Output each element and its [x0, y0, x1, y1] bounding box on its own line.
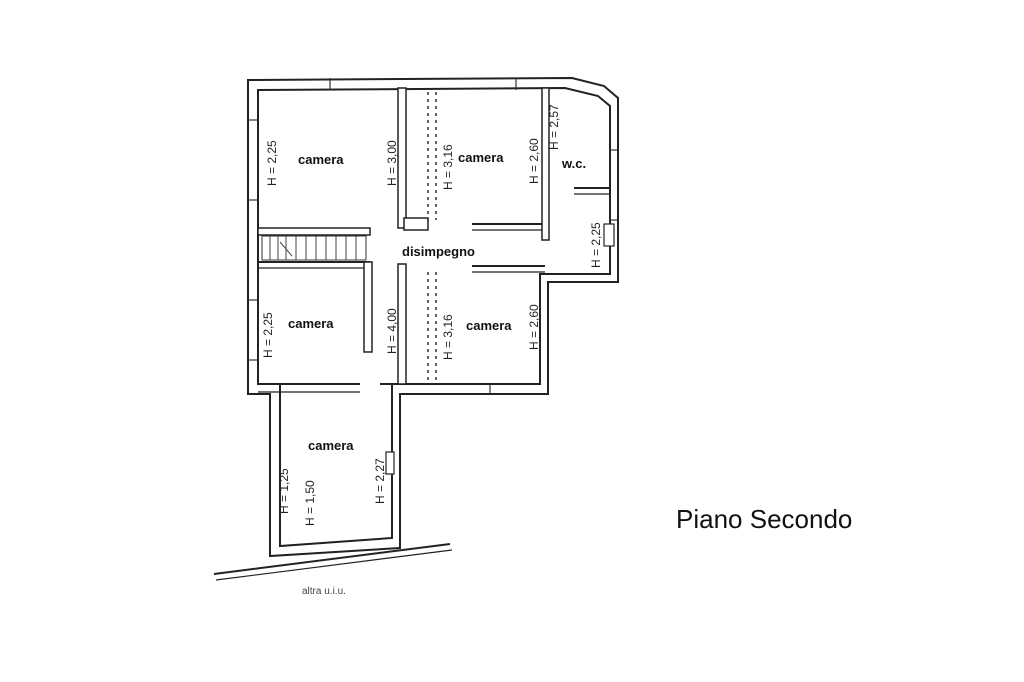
height-label: H = 2,57 — [547, 104, 561, 150]
plan-title: Piano Secondo — [676, 504, 852, 534]
height-label: H = 2,25 — [589, 222, 603, 268]
height-label: H = 2,25 — [265, 140, 279, 186]
interior-walls — [257, 87, 615, 475]
room-label-camera-bottom: camera — [308, 438, 354, 453]
height-label: H = 3,16 — [441, 144, 455, 190]
beam-lines — [427, 92, 437, 384]
boundary-line — [213, 543, 453, 581]
height-label: H = 1,25 — [277, 468, 291, 514]
height-label: H = 2,25 — [261, 312, 275, 358]
height-label: H = 2,27 — [373, 458, 387, 504]
height-label: H = 3,16 — [441, 314, 455, 360]
room-label-camera-mid-left: camera — [288, 316, 334, 331]
height-label: H = 1,50 — [303, 480, 317, 526]
adjacent-unit-label: altra u.i.u. — [302, 586, 346, 597]
room-label-corridor: disimpegno — [402, 244, 475, 259]
room-label-camera-mid-right: camera — [466, 318, 512, 333]
height-label: H = 3,00 — [385, 140, 399, 186]
room-label-camera-top-left: camera — [298, 152, 344, 167]
height-label: H = 4,00 — [385, 308, 399, 354]
height-label: H = 2,60 — [527, 304, 541, 350]
staircase — [261, 235, 367, 261]
room-label-camera-top-mid: camera — [458, 150, 504, 165]
height-label: H = 2,60 — [527, 138, 541, 184]
window-marks — [248, 78, 618, 394]
room-label-wc: w.c. — [561, 156, 586, 171]
